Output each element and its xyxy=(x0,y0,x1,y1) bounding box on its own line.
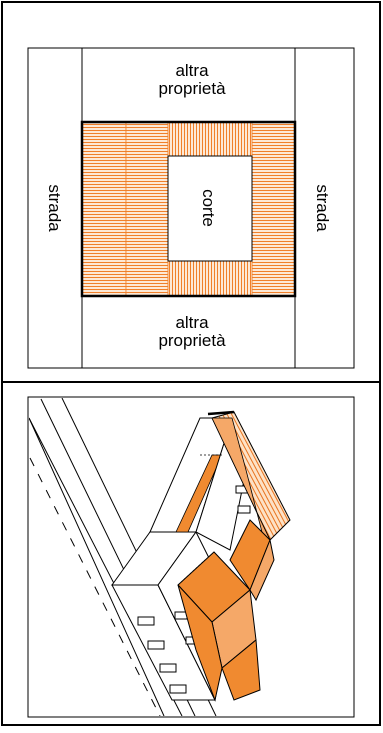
axonometric-view xyxy=(27,396,355,718)
lot-boundary xyxy=(80,120,297,298)
window-8 xyxy=(237,505,251,514)
top-neighbor-label: altra proprietà xyxy=(150,62,234,98)
plan-border xyxy=(27,47,355,369)
courtyard-label: corte xyxy=(199,189,218,227)
top-neighbor-label-line1: altra xyxy=(175,61,209,80)
courtyard xyxy=(167,155,253,262)
bottom-neighbor-label-line1: altra xyxy=(175,313,209,332)
rear-wing-ridge xyxy=(207,410,235,416)
left-wing-inner xyxy=(125,121,169,297)
corner-block-lower xyxy=(221,639,261,701)
bottom-neighbor-label-line2: proprietà xyxy=(158,331,226,350)
left-street-label: strada xyxy=(45,184,64,232)
window-5 xyxy=(174,611,188,620)
road-centerline xyxy=(29,457,161,716)
right-street-label: strada xyxy=(313,184,332,232)
right-wing xyxy=(251,121,296,297)
top-neighbor-label-line2: proprietà xyxy=(158,79,226,98)
site-plan xyxy=(27,47,355,369)
window-2 xyxy=(147,640,165,650)
right-wing-face xyxy=(249,538,275,602)
top-wing xyxy=(167,121,253,157)
corner-block-front xyxy=(177,584,223,702)
window-4 xyxy=(169,684,187,694)
bottom-neighbor-label: altra proprietà xyxy=(150,314,234,350)
left-wing-outer xyxy=(81,121,127,297)
bottom-wing xyxy=(167,260,253,297)
window-3 xyxy=(159,663,177,673)
window-1 xyxy=(137,616,155,626)
road-edge-outer xyxy=(29,417,165,716)
